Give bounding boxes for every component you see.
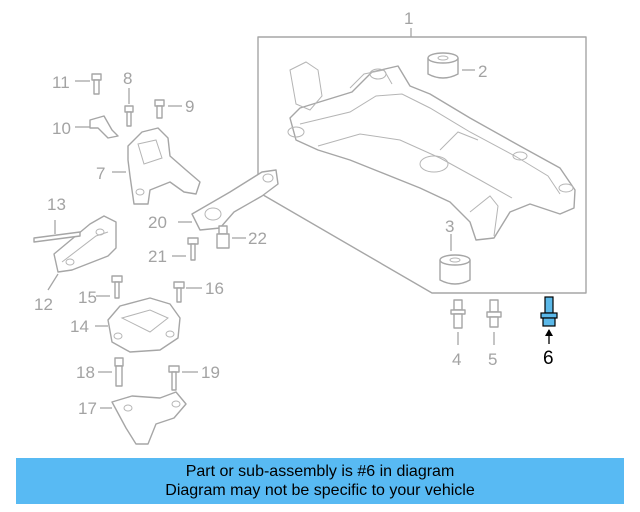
callout-1[interactable]: 1 xyxy=(404,9,413,28)
callout-3[interactable]: 3 xyxy=(445,217,454,236)
banner-line-1: Part or sub-assembly is #6 in diagram xyxy=(185,463,455,480)
callout-6[interactable]: 6 xyxy=(543,348,554,369)
callout-22[interactable]: 22 xyxy=(248,229,267,248)
callout-7[interactable]: 7 xyxy=(96,164,105,183)
callout-9[interactable]: 9 xyxy=(185,97,194,116)
subframe-group-outline: 1 xyxy=(257,9,587,294)
callout-8[interactable]: 8 xyxy=(123,69,132,88)
callout-14[interactable]: 14 xyxy=(70,317,89,336)
subframe-bushing-lower[interactable]: 3 xyxy=(439,217,471,285)
banner-line-2: Diagram may not be specific to your vehi… xyxy=(165,482,475,499)
bracket-12[interactable]: 12 xyxy=(34,215,117,314)
mount-14[interactable]: 14 xyxy=(70,297,181,353)
callout-17[interactable]: 17 xyxy=(78,399,97,418)
bolt-9[interactable]: 9 xyxy=(154,97,194,119)
bolt-22[interactable]: 22 xyxy=(216,225,267,249)
bolt-21[interactable]: 21 xyxy=(148,237,199,266)
bolt-11[interactable]: 11 xyxy=(52,73,102,95)
callout-20[interactable]: 20 xyxy=(148,213,167,232)
callout-16[interactable]: 16 xyxy=(205,279,224,298)
callout-2[interactable]: 2 xyxy=(478,62,487,81)
subframe[interactable] xyxy=(287,61,576,241)
bolt-16[interactable]: 16 xyxy=(173,279,224,303)
torque-rod-20[interactable]: 20 xyxy=(148,169,279,232)
callout-13[interactable]: 13 xyxy=(47,195,66,214)
callout-21[interactable]: 21 xyxy=(148,247,167,266)
bolt-6-highlighted[interactable]: 6 xyxy=(540,296,558,369)
bracket-10[interactable]: 10 xyxy=(52,115,119,139)
callout-10[interactable]: 10 xyxy=(52,119,71,138)
parts-diagram: 1 2 3 4 xyxy=(33,9,587,445)
bolt-18[interactable]: 18 xyxy=(76,357,124,387)
callout-19[interactable]: 19 xyxy=(201,363,220,382)
callout-12[interactable]: 12 xyxy=(34,295,53,314)
info-banner: Part or sub-assembly is #6 in diagram Di… xyxy=(16,458,624,504)
bolt-4[interactable]: 4 xyxy=(450,299,466,369)
bolt-13[interactable]: 13 xyxy=(33,195,81,243)
callout-18[interactable]: 18 xyxy=(76,363,95,382)
callout-4[interactable]: 4 xyxy=(452,350,461,369)
callout-11[interactable]: 11 xyxy=(52,73,70,92)
engine-mount-7[interactable]: 7 xyxy=(96,127,201,205)
subframe-bushing-upper[interactable]: 2 xyxy=(427,52,487,81)
callout-15[interactable]: 15 xyxy=(78,288,97,307)
bolt-19[interactable]: 19 xyxy=(168,363,220,391)
bracket-17[interactable]: 17 xyxy=(78,391,187,445)
bolt-8[interactable]: 8 xyxy=(123,69,134,127)
bolt-15[interactable]: 15 xyxy=(78,275,123,307)
callout-5[interactable]: 5 xyxy=(488,350,497,369)
bolt-5[interactable]: 5 xyxy=(486,299,502,369)
